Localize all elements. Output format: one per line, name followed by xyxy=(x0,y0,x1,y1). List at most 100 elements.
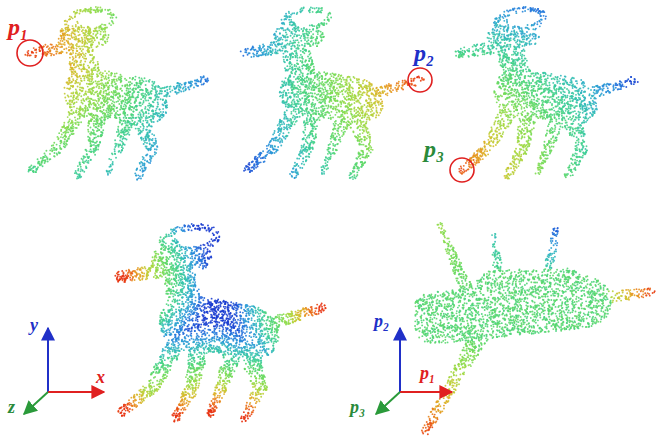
cloud-point xyxy=(105,34,107,36)
cloud-point xyxy=(141,123,143,125)
cloud-point xyxy=(45,55,47,57)
cloud-point xyxy=(65,100,67,102)
cloud-point xyxy=(98,42,100,44)
cloud-point xyxy=(92,56,94,58)
cloud-point xyxy=(132,111,134,113)
cloud-point xyxy=(67,38,69,40)
cloud-point xyxy=(68,136,70,138)
cloud-point xyxy=(75,97,77,99)
cloud-point xyxy=(124,97,126,99)
cloud-point xyxy=(76,127,78,129)
cloud-point xyxy=(87,86,89,88)
cloud-point xyxy=(87,162,89,164)
cloud-point xyxy=(58,38,60,40)
cloud-point xyxy=(60,129,62,131)
cloud-point xyxy=(87,10,89,12)
cloud-point xyxy=(100,127,102,129)
cloud-point xyxy=(90,127,92,129)
cloud-point xyxy=(130,125,132,127)
cloud-point xyxy=(152,155,154,157)
cloud-point xyxy=(145,94,147,96)
cloud-point xyxy=(94,99,96,101)
cloud-point xyxy=(49,158,51,160)
cloud-point xyxy=(95,69,97,71)
cloud-point xyxy=(45,150,47,152)
cloud-point xyxy=(66,34,68,36)
cloud-point xyxy=(138,91,140,93)
cloud-point xyxy=(77,34,79,36)
cloud-point xyxy=(83,63,85,65)
cloud-point xyxy=(180,91,182,93)
cloud-point xyxy=(123,105,125,107)
cloud-point xyxy=(95,86,97,88)
cloud-point xyxy=(144,98,146,100)
cloud-point xyxy=(129,101,131,103)
cloud-point xyxy=(85,36,87,38)
cloud-point xyxy=(100,103,102,105)
cloud-point xyxy=(124,78,126,80)
cloud-point xyxy=(99,142,101,144)
cloud-point xyxy=(30,54,32,56)
cloud-point xyxy=(112,92,114,94)
cloud-point xyxy=(89,54,91,56)
cloud-point xyxy=(108,71,110,73)
cloud-point xyxy=(141,139,143,141)
cloud-point xyxy=(114,81,116,83)
cloud-point xyxy=(72,46,74,48)
cloud-point xyxy=(76,178,78,180)
cloud-point xyxy=(142,120,144,122)
cloud-point xyxy=(44,51,46,53)
cloud-point xyxy=(122,95,124,97)
cloud-point xyxy=(77,22,79,24)
cloud-point xyxy=(137,174,139,176)
cloud-point xyxy=(108,34,110,36)
cloud-point xyxy=(68,111,70,113)
cloud-point xyxy=(70,64,72,66)
cloud-point xyxy=(147,131,149,133)
cloud-point xyxy=(129,104,131,106)
cloud-point xyxy=(86,43,88,45)
cloud-point xyxy=(148,109,150,111)
cloud-point xyxy=(106,85,108,87)
cloud-point xyxy=(82,90,84,92)
cloud-point xyxy=(97,32,99,34)
cloud-point xyxy=(63,141,65,143)
cloud-point xyxy=(73,73,75,75)
cloud-point xyxy=(70,52,72,54)
cloud-point xyxy=(128,96,130,98)
cloud-point xyxy=(59,52,61,54)
cloud-point xyxy=(55,53,57,55)
cloud-point xyxy=(131,83,133,85)
cloud-point xyxy=(80,78,82,80)
cloud-point xyxy=(98,100,100,102)
cloud-point xyxy=(130,117,132,119)
cloud-point xyxy=(156,146,158,148)
cloud-point xyxy=(99,124,101,126)
cloud-point xyxy=(115,112,117,114)
cloud-point xyxy=(100,33,102,35)
cloud-point xyxy=(139,111,141,113)
cloud-point xyxy=(112,22,114,24)
cloud-point xyxy=(141,103,143,105)
cloud-point xyxy=(149,79,151,81)
cloud-point xyxy=(92,139,94,141)
cloud-point xyxy=(90,148,92,150)
cloud-point xyxy=(64,97,66,99)
cloud-point xyxy=(166,106,168,108)
cloud-point xyxy=(136,105,138,107)
cloud-point xyxy=(124,103,126,105)
cloud-point xyxy=(118,103,120,105)
cloud-point xyxy=(72,59,74,61)
cloud-point xyxy=(102,72,104,74)
cloud-point xyxy=(114,73,116,75)
cloud-point xyxy=(68,88,70,90)
cloud-point xyxy=(155,142,157,144)
cloud-point xyxy=(44,44,46,46)
cloud-point xyxy=(146,153,148,155)
cloud-point xyxy=(88,66,90,68)
cloud-point xyxy=(157,85,159,87)
cloud-point xyxy=(85,91,87,93)
cloud-point xyxy=(147,91,149,93)
cloud-point xyxy=(46,52,48,54)
cloud-point xyxy=(158,113,160,115)
